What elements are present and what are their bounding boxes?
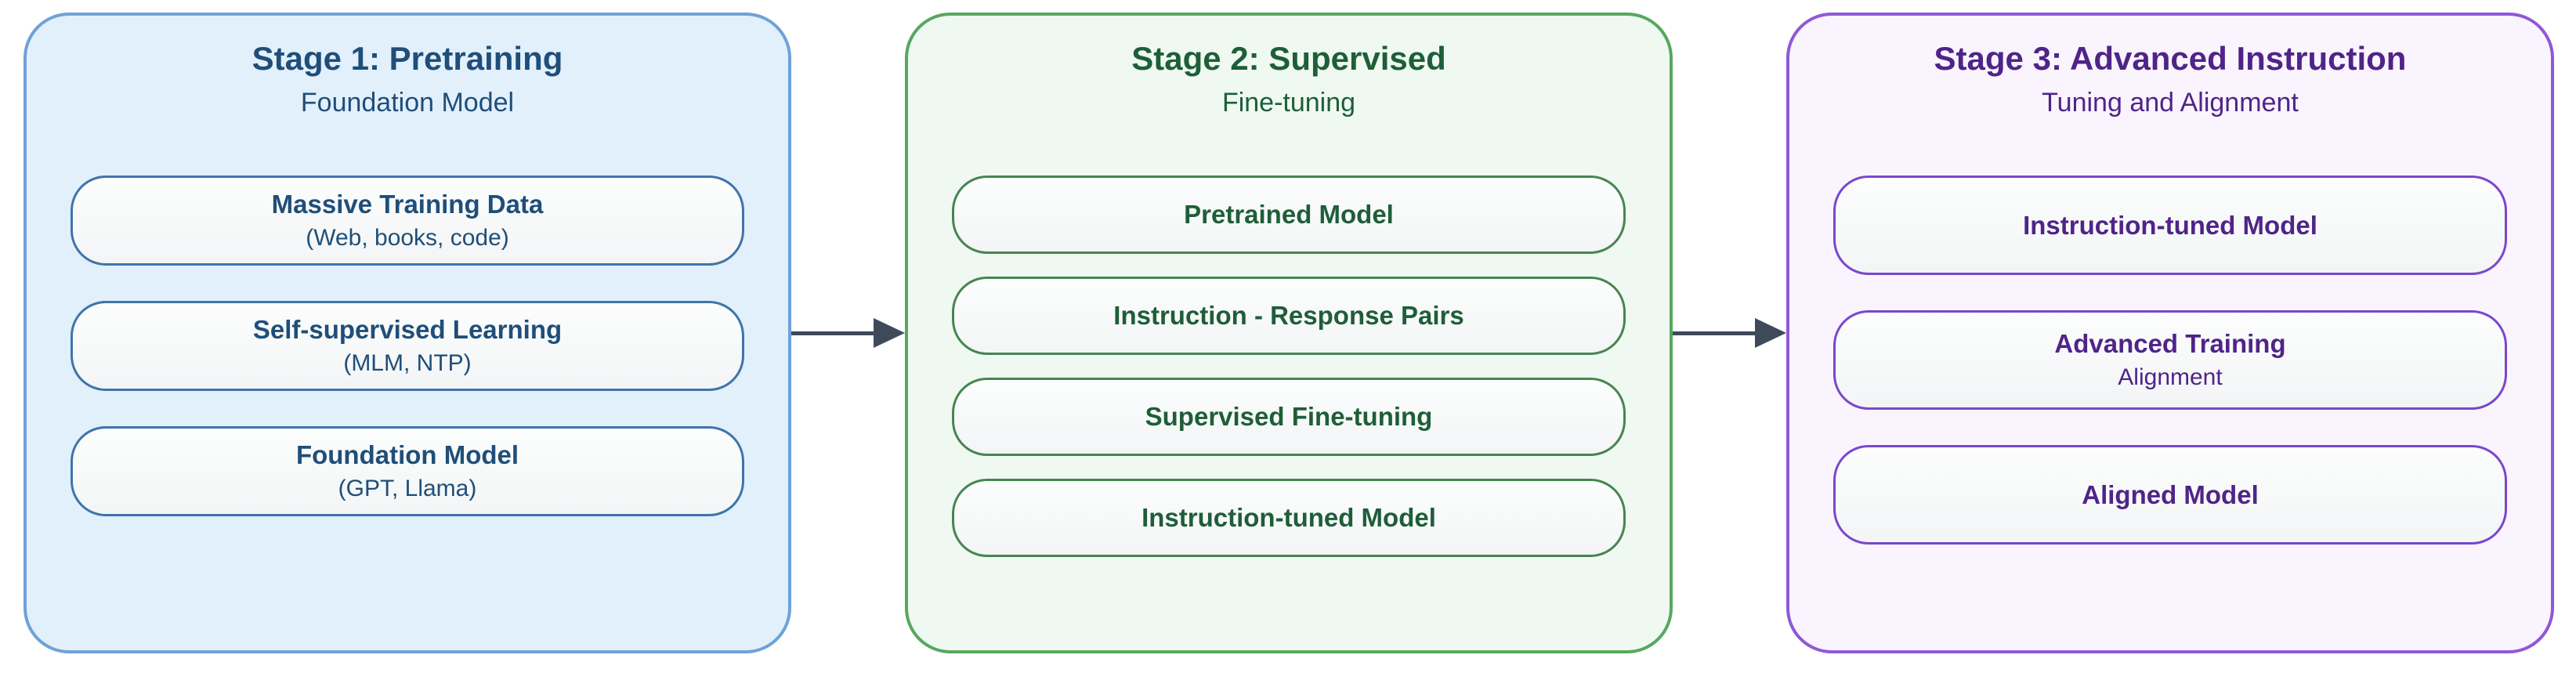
stage-2-supervised-panel: Stage 2: Supervised Fine-tuning Pretrain… <box>905 13 1673 653</box>
stage-3-subtitle: Tuning and Alignment <box>2042 88 2299 118</box>
arrow-shaft <box>1673 331 1755 335</box>
stage-3-title: Stage 3: Advanced Instruction <box>1934 40 2407 77</box>
box-title: Self-supervised Learning <box>252 314 563 344</box>
pretrained-model-box: Pretrained Model <box>952 175 1626 254</box>
box-title: Massive Training Data <box>271 189 544 219</box>
stage-1-pretraining-panel: Stage 1: Pretraining Foundation Model Ma… <box>24 13 791 653</box>
foundation-model-box: Foundation Model (GPT, Llama) <box>71 426 744 516</box>
box-title: Instruction-tuned Model <box>1141 503 1436 532</box>
box-title: Advanced Training <box>2054 328 2286 358</box>
stage2-to-stage3-arrow <box>1673 13 1786 653</box>
stage-2-subtitle: Fine-tuning <box>1221 88 1356 118</box>
instruction-tuned-model-box: Instruction-tuned Model <box>1833 175 2507 275</box>
arrow-head-icon <box>1755 318 1786 348</box>
aligned-model-box: Aligned Model <box>1833 445 2507 545</box>
box-subtitle: (GPT, Llama) <box>338 475 477 501</box>
stage-1-steps: Massive Training Data (Web, books, code)… <box>71 175 744 516</box>
self-supervised-learning-box: Self-supervised Learning (MLM, NTP) <box>71 301 744 391</box>
box-subtitle: (MLM, NTP) <box>343 349 472 376</box>
arrow-head-icon <box>874 318 905 348</box>
instruction-tuned-model-box: Instruction-tuned Model <box>952 479 1626 557</box>
arrow-shaft <box>791 331 874 335</box>
stage-3-advanced-instruction-panel: Stage 3: Advanced Instruction Tuning and… <box>1786 13 2554 653</box>
box-title: Supervised Fine-tuning <box>1145 402 1433 431</box>
box-subtitle: (Web, books, code) <box>306 224 509 251</box>
instruction-response-pairs-box: Instruction - Response Pairs <box>952 277 1626 355</box>
box-title: Instruction-tuned Model <box>2023 210 2317 240</box>
stage1-to-stage2-arrow <box>791 13 905 653</box>
stage-1-subtitle: Foundation Model <box>300 88 515 118</box>
stage-3-steps: Instruction-tuned Model Advanced Trainin… <box>1833 175 2507 545</box>
box-title: Instruction - Response Pairs <box>1113 301 1464 330</box>
box-subtitle: Alignment <box>2118 364 2223 390</box>
box-title: Foundation Model <box>295 440 519 469</box>
stages-row: Stage 1: Pretraining Foundation Model Ma… <box>24 13 2554 653</box>
stage-1-title: Stage 1: Pretraining <box>251 40 563 77</box>
stage-2-steps: Pretrained Model Instruction - Response … <box>952 175 1626 557</box>
advanced-training-box: Advanced Training Alignment <box>1833 310 2507 410</box>
box-title: Pretrained Model <box>1184 200 1394 229</box>
massive-training-data-box: Massive Training Data (Web, books, code) <box>71 175 744 266</box>
stage-2-title: Stage 2: Supervised <box>1131 40 1446 77</box>
supervised-fine-tuning-box: Supervised Fine-tuning <box>952 378 1626 456</box>
box-title: Aligned Model <box>2082 479 2259 509</box>
